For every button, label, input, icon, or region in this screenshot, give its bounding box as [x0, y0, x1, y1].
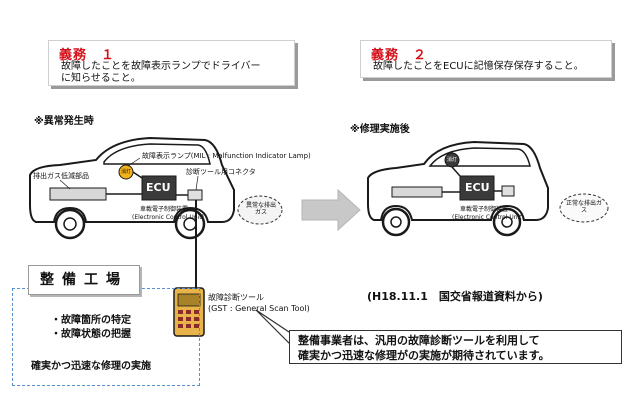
- duty-2-box: 義務 ２ 故障したことをECUに記憶保存保存すること。: [360, 40, 612, 78]
- callout-box: 整備事業者は、汎用の故障診断ツールを利用して 確実かつ迅速な修理がの実施が期待さ…: [289, 330, 622, 364]
- mil-label: 故障表示ランプ(MIL : Malfunction Indicator Lamp…: [142, 152, 311, 160]
- right-connector-icon: [501, 185, 515, 197]
- left-mil-lamp-text: 消灯: [121, 169, 132, 175]
- right-ecu-label: ECU: [465, 181, 490, 194]
- right-car: [367, 140, 609, 237]
- normal-gas-cloud: [559, 193, 609, 223]
- duty-1-box: 義務 １ 故障したことを故障表示ランプでドライバー に知らせること。: [48, 40, 295, 86]
- repair-shop-title: 整備工場: [28, 265, 140, 295]
- duty-2-text: 故障したことをECUに記憶保存保存すること。: [373, 61, 584, 72]
- left-car: [29, 136, 283, 288]
- shop-item-2: ・故障状態の把握: [51, 329, 131, 340]
- scan-tool-label-line2: (GST : General Scan Tool): [208, 304, 310, 313]
- duty-1-title: 義務 １: [59, 48, 116, 63]
- scan-tool-label-line1: 故障診断ツール: [208, 293, 264, 302]
- callout-pointer: [255, 309, 293, 348]
- left-ecu-jp-label: 車載電子制御装置: [140, 206, 189, 213]
- duty-1-text-line2: に知らせること。: [61, 73, 141, 84]
- normal-gas-label: 正常な排出ガス: [566, 200, 603, 214]
- scan-tool-label: 故障診断ツール (GST : General Scan Tool): [208, 292, 310, 314]
- duty-1-text-line1: 故障したことを故障表示ランプでドライバー: [61, 61, 261, 72]
- callout-line1: 整備事業者は、汎用の故障診断ツールを利用して: [298, 334, 540, 347]
- duty-2-title: 義務 ２: [371, 48, 428, 63]
- abnormal-gas-cloud: [237, 195, 283, 225]
- left-ecu-box: [141, 175, 177, 201]
- left-diagram-header: ※異常発生時: [34, 116, 94, 127]
- right-mil-lamp-text: 消灯: [447, 157, 458, 163]
- right-ecu-jp-label: 車載電子制御装置: [460, 206, 509, 213]
- exhaust-component-label: 排出ガス低減部品: [33, 172, 89, 180]
- shop-footer: 確実かつ迅速な修理の実施: [31, 361, 151, 372]
- transition-arrow: [301, 188, 361, 232]
- right-ecu-en-label: (Electronic Control Unit): [452, 214, 524, 221]
- left-ecu-label: ECU: [146, 181, 171, 194]
- abnormal-gas-label: 異常な排出ガス: [245, 202, 276, 216]
- repair-shop-box: ・故障箇所の特定 ・故障状態の把握 確実かつ迅速な修理の実施: [12, 288, 200, 386]
- left-ecu-en-label: (Electronic Control Unit): [132, 214, 204, 221]
- source-note: (H18.11.1 国交省報道資料から): [367, 290, 543, 303]
- left-connector-icon: [187, 189, 203, 201]
- right-ecu-box: [459, 175, 495, 201]
- right-diagram-header: ※修理実施後: [350, 124, 410, 135]
- duty-1-text: 故障したことを故障表示ランプでドライバー に知らせること。: [61, 61, 261, 85]
- shop-item-1: ・故障箇所の特定: [51, 315, 131, 326]
- callout-line2: 確実かつ迅速な修理がの実施が期待されています。: [298, 349, 550, 362]
- connector-label: 診断ツール用コネクタ: [186, 168, 256, 176]
